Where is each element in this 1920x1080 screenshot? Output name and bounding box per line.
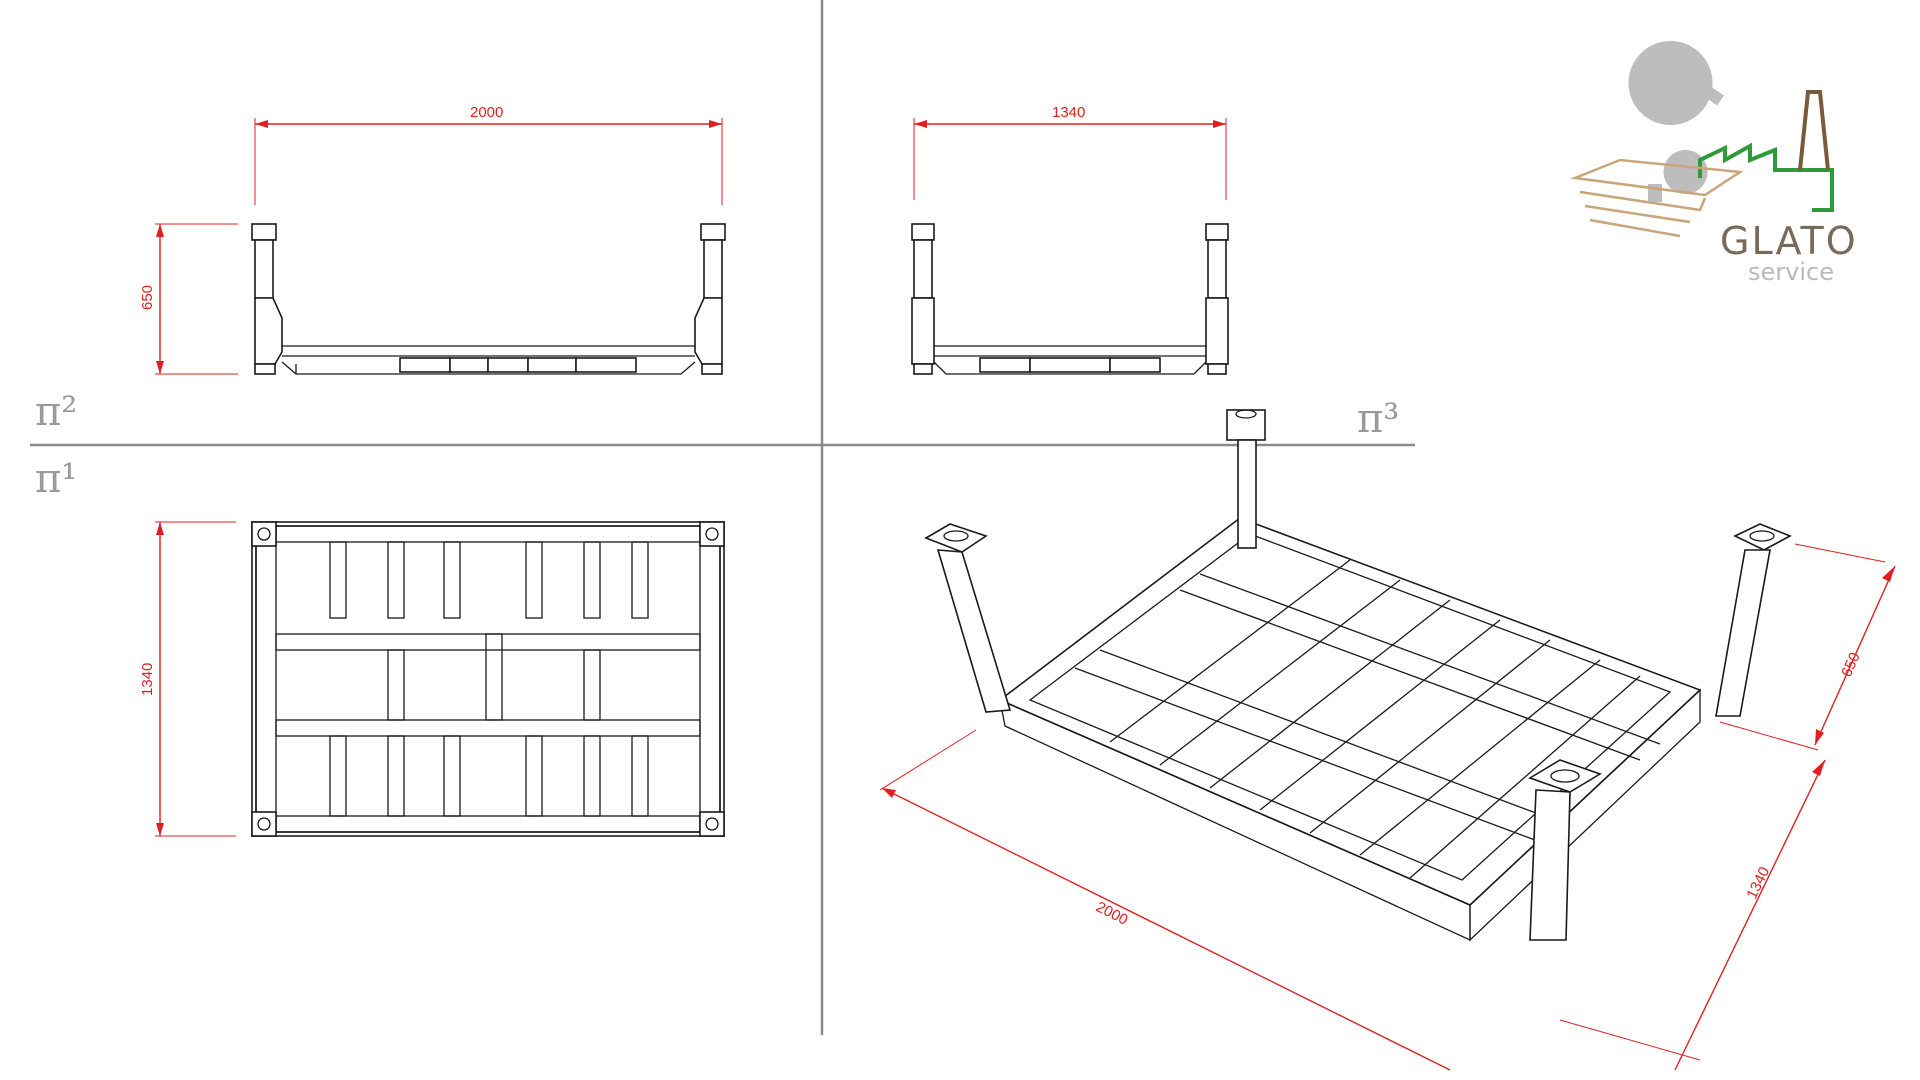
iso-height-dim: 650: [1838, 650, 1864, 680]
plane-label-p2: π²: [35, 389, 77, 435]
iso-post-back: [1226, 409, 1266, 549]
front-height-dim: 650: [139, 285, 156, 310]
factory-icon: [1698, 142, 1834, 212]
front-width-dim: 2000: [470, 104, 503, 121]
isometric-view: 2000 1340 650: [879, 409, 1896, 1071]
logo-name: GLATO: [1720, 219, 1858, 263]
side-view: 1340: [911, 104, 1229, 375]
plane-label-p3: π³: [1357, 396, 1399, 442]
gear-icon: [1628, 41, 1713, 194]
iso-length-dim: 2000: [1093, 898, 1130, 928]
side-width-dim: 1340: [1052, 104, 1085, 121]
glato-service-logo: GLATO service: [1570, 41, 1858, 286]
chimney-icon: [1798, 90, 1830, 171]
wood-planks-icon: [1570, 158, 1744, 238]
logo-sub: service: [1748, 258, 1834, 286]
plane-label-p1: π¹: [35, 456, 77, 502]
iso-width-dim: 1340: [1743, 864, 1773, 901]
top-depth-dim: 1340: [139, 663, 156, 696]
iso-post-front: [1528, 759, 1602, 941]
iso-post-left: [924, 523, 1012, 713]
front-view: 2000 650: [139, 104, 726, 375]
iso-post-right: [1715, 523, 1792, 717]
top-view: 1340: [139, 521, 725, 837]
